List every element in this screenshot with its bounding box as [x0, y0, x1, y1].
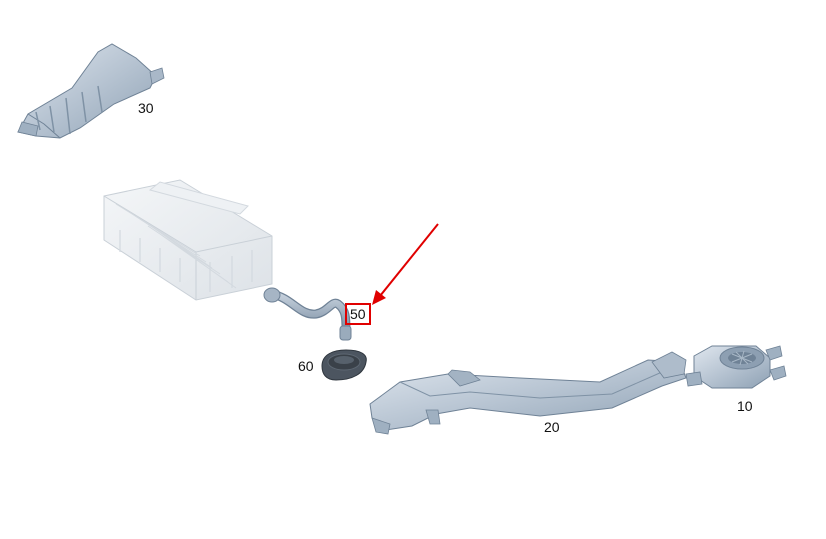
pointer-arrow — [372, 223, 439, 305]
hose-part[interactable] — [263, 287, 352, 341]
callout-60[interactable]: 60 — [298, 358, 314, 374]
battery-module-ghost — [103, 179, 273, 301]
callout-50-highlighted[interactable]: 50 — [345, 303, 371, 325]
fan-blower-part[interactable] — [685, 345, 787, 389]
air-duct-bottom-part[interactable] — [369, 351, 687, 435]
grommet-part[interactable] — [321, 349, 367, 381]
air-duct-top-part[interactable] — [17, 43, 165, 139]
callout-30[interactable]: 30 — [138, 100, 154, 116]
callout-10[interactable]: 10 — [737, 398, 753, 414]
callout-20[interactable]: 20 — [544, 419, 560, 435]
